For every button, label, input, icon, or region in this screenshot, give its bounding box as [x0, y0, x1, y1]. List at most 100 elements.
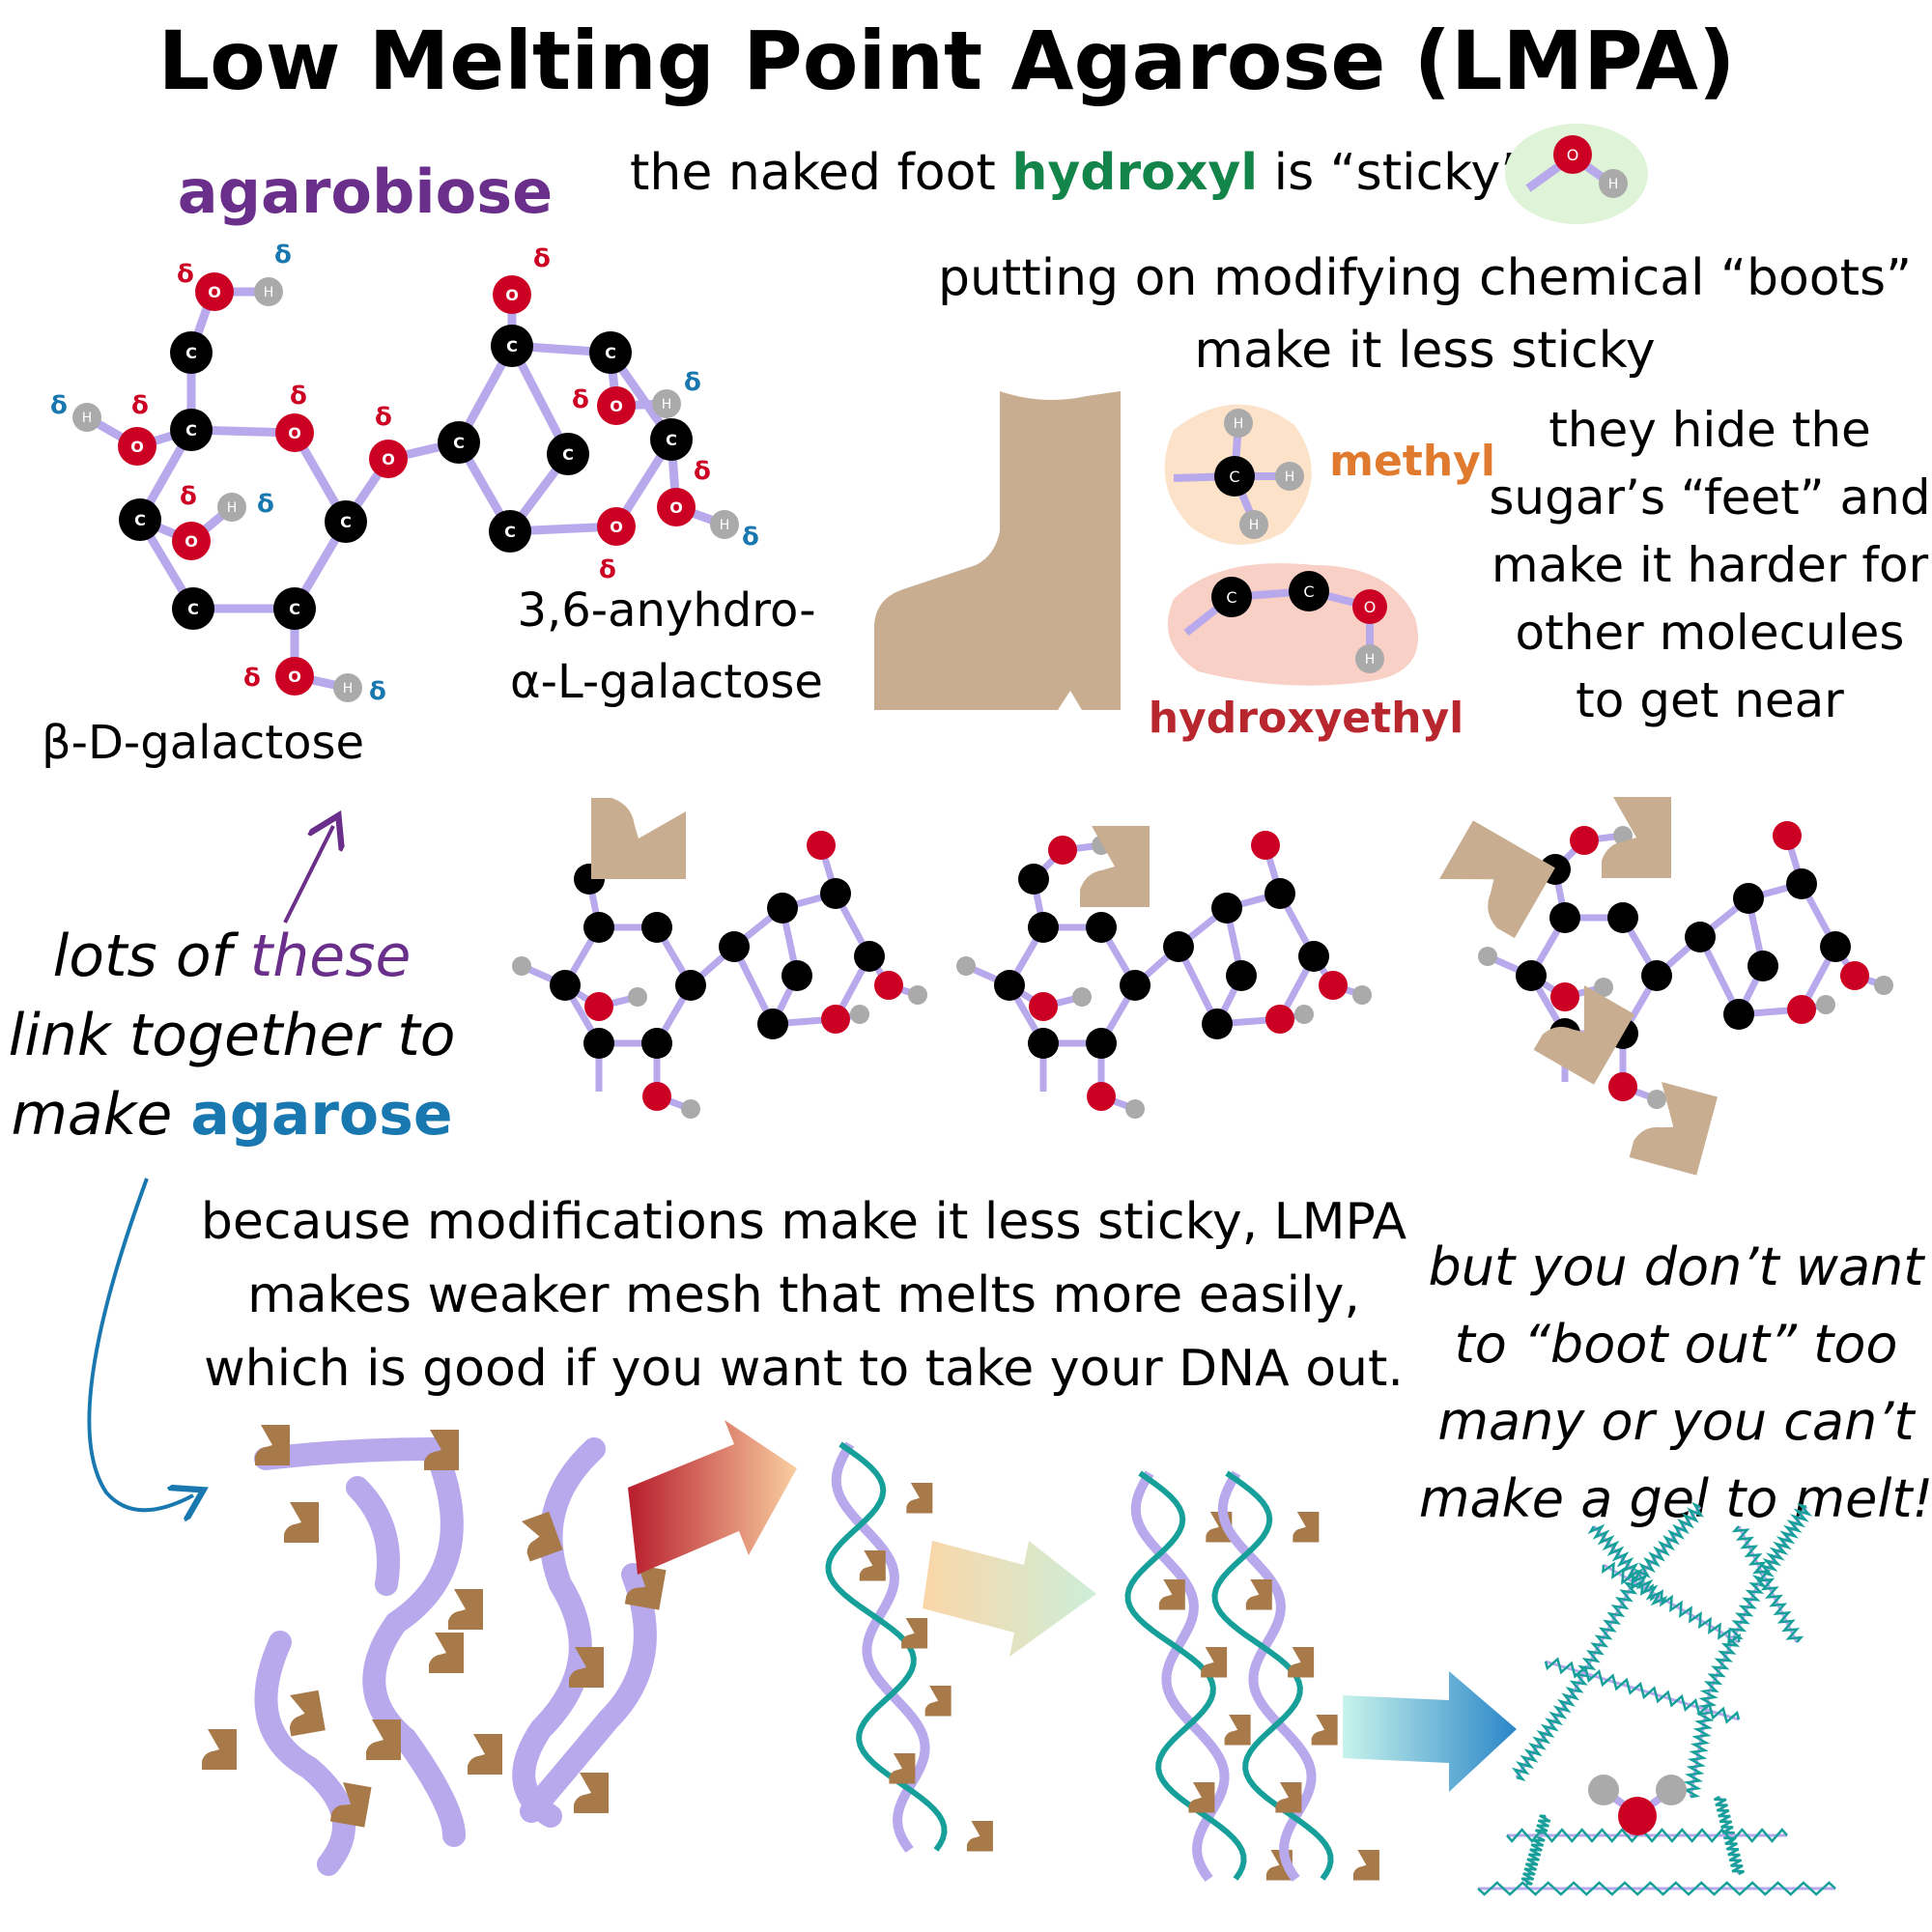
gel-water-molecule-icon: [1588, 1775, 1687, 1835]
hydrogen-atom: [908, 985, 927, 1005]
svg-text:δ: δ: [257, 490, 274, 519]
hydrogen-atom: [1874, 976, 1893, 995]
oxygen-atom: [821, 1005, 850, 1034]
hide-feet-text: they hide the sugar’s “feet” and make it…: [1489, 402, 1930, 728]
modified-agarobiose-1: [512, 798, 927, 1119]
svg-text:C: C: [289, 600, 300, 618]
mesh-helix: [1569, 1581, 1638, 1693]
svg-text:H: H: [1285, 469, 1295, 485]
svg-text:δ: δ: [684, 368, 701, 397]
lots-of-these-line-3: make agarose: [11, 1081, 452, 1149]
svg-text:O: O: [288, 424, 301, 442]
hydrogen-atom: [512, 956, 531, 976]
svg-text:δ: δ: [375, 403, 392, 432]
mesh-helix: [1544, 1657, 1741, 1724]
boot-icon: [1188, 1782, 1215, 1813]
boot-icon: [1080, 826, 1150, 907]
carbon-atom: [641, 912, 672, 943]
hydrogen-atom: [1647, 1090, 1666, 1109]
oxygen-atom: [874, 971, 903, 1000]
carbon-atom: [550, 970, 581, 1001]
oxygen-atom: [1550, 982, 1579, 1011]
svg-text:H: H: [1608, 177, 1619, 192]
anhydro-galactose-label-1: 3,6-anyhdro-: [517, 583, 815, 638]
carbon-atom: [1549, 902, 1580, 933]
carbon-atom: [1028, 1028, 1059, 1059]
carbon-atom: [1820, 931, 1851, 962]
boot-icon: [1533, 985, 1634, 1085]
carbon-atom: [1723, 999, 1754, 1030]
boots-line-1: putting on modifying chemical “boots”: [938, 249, 1912, 307]
carbon-atom: [1028, 912, 1059, 943]
svg-text:O: O: [610, 518, 623, 536]
oxygen-atom: [1029, 992, 1058, 1021]
boot-icon: [624, 1565, 667, 1610]
hydroxyethyl-label: hydroxyethyl: [1149, 694, 1463, 743]
boot-icon: [1311, 1715, 1338, 1746]
carbon-atom: [820, 878, 851, 909]
mesh-helix: [1587, 1523, 1668, 1606]
modified-agarobiose-3: [1439, 797, 1893, 1176]
boot-icon: [1288, 1647, 1315, 1678]
oxygen-atom: [1570, 826, 1599, 855]
mesh-helix: [1629, 1501, 1704, 1590]
oxygen-atom: [1265, 1005, 1294, 1034]
carbon-atom: [854, 941, 885, 972]
boot-icon: [906, 1483, 933, 1514]
svg-text:C: C: [340, 513, 352, 531]
mesh-helix: [1602, 1561, 1741, 1646]
mesh-helix: [1511, 1687, 1580, 1781]
oxygen-atom: [642, 1082, 671, 1111]
single-double-helix: [825, 1441, 993, 1853]
boot-icon: [591, 798, 686, 879]
boot-icon: [874, 391, 1121, 710]
boot-icon: [1439, 820, 1555, 939]
page-title: Low Melting Point Agarose (LMPA): [158, 14, 1736, 108]
svg-text:O: O: [288, 668, 301, 686]
boot-icon: [329, 1782, 372, 1828]
up-arrow-icon: [283, 826, 333, 923]
svg-text:C: C: [1303, 582, 1314, 601]
mesh-helix: [1506, 1828, 1788, 1843]
carbon-atom: [1516, 960, 1547, 991]
boot-icon: [901, 1618, 928, 1649]
svg-text:to “boot out” too: to “boot out” too: [1455, 1314, 1898, 1375]
svg-text:δ: δ: [599, 555, 616, 584]
boot-icon: [1602, 797, 1671, 878]
arrow-2-icon: [923, 1541, 1096, 1657]
carbon-atom: [1685, 922, 1716, 952]
boot-icon: [366, 1719, 401, 1760]
svg-text:sugar’s “feet” and: sugar’s “feet” and: [1489, 469, 1930, 526]
boot-icon: [859, 1550, 886, 1581]
boot-out-text: but you don’t want to “boot out” too man…: [1419, 1236, 1932, 1529]
carbon-atom: [1607, 902, 1638, 933]
carbon-atom: [1120, 970, 1151, 1001]
svg-text:which is good if you want to t: which is good if you want to take your D…: [204, 1340, 1404, 1398]
hydrogen-atom: [1125, 1099, 1145, 1119]
svg-text:δ: δ: [50, 391, 68, 420]
carbon-atom: [1226, 960, 1257, 991]
svg-text:δ: δ: [742, 523, 759, 552]
aggregated-helices: [1124, 1470, 1379, 1882]
oxygen-atom: [807, 831, 836, 860]
carbon-atom: [1086, 1028, 1117, 1059]
svg-text:δ: δ: [274, 241, 292, 270]
svg-text:δ: δ: [290, 382, 307, 411]
svg-text:H: H: [1249, 518, 1260, 533]
svg-text:C: C: [453, 434, 465, 452]
carbon-atom: [994, 970, 1025, 1001]
svg-text:make a gel to melt!: make a gel to melt!: [1419, 1468, 1932, 1529]
mesh-helix: [1477, 1881, 1836, 1896]
svg-text:O: O: [1364, 598, 1377, 616]
carbon-atom: [1264, 878, 1295, 909]
mesh-helix: [1703, 1581, 1765, 1693]
hydrogen-atom: [1478, 947, 1497, 966]
svg-text:O: O: [505, 286, 519, 304]
svg-text:δ: δ: [369, 677, 386, 706]
hydrogen-atom: [1352, 985, 1372, 1005]
lots-of-these-line-1: lots of these: [53, 923, 412, 990]
svg-text:δ: δ: [694, 457, 711, 486]
svg-text:make it harder for: make it harder for: [1492, 537, 1929, 593]
svg-text:C: C: [185, 421, 197, 440]
